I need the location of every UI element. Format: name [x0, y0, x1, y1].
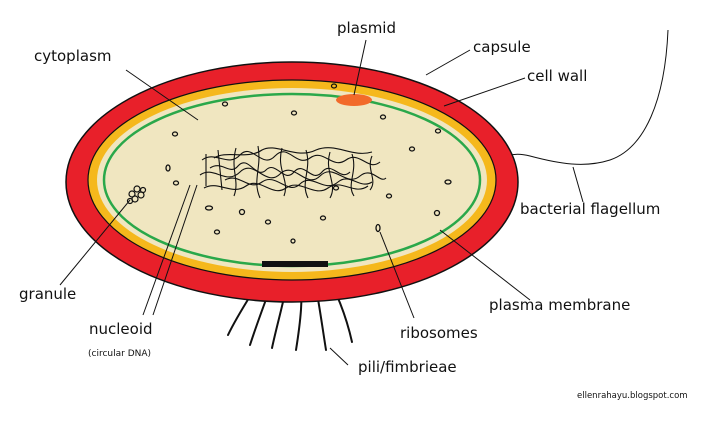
ribosome — [165, 164, 171, 172]
leader-pili — [329, 347, 349, 366]
leader-flagellum — [572, 166, 584, 203]
ribosomes-group — [165, 83, 452, 244]
ribosome — [330, 83, 338, 89]
ribosome — [204, 205, 214, 211]
label-capsule: capsule — [473, 38, 531, 56]
ribosome — [433, 209, 441, 217]
label-plasmid: plasmid — [337, 19, 396, 37]
cytoplasm-area — [97, 88, 487, 272]
ribosome — [319, 215, 327, 221]
leader-capsule — [425, 49, 471, 76]
nucleoid-shape — [199, 145, 387, 199]
ribosome — [444, 179, 452, 185]
ribosome — [290, 238, 296, 244]
ribosome — [385, 193, 393, 199]
label-pili-fimbrieae: pili/fimbrieae — [358, 358, 457, 376]
granule-shape — [126, 185, 147, 205]
ribosome — [238, 208, 246, 216]
ribosome — [434, 128, 442, 134]
pili-base — [262, 261, 328, 267]
leader-plasmid — [353, 39, 367, 96]
label-circular-dna: (circular DNA) — [88, 349, 151, 359]
label-plasma-membrane: plasma membrane — [489, 296, 630, 314]
ribosome — [379, 114, 387, 120]
leader-plasma-membrane — [439, 229, 531, 301]
ribosome — [171, 131, 179, 137]
ribosome — [375, 223, 381, 233]
ribosome — [172, 180, 180, 186]
leader-ribosomes — [379, 231, 415, 319]
ribosome — [221, 101, 229, 107]
label-bacterial-flagellum: bacterial flagellum — [520, 200, 660, 218]
ribosome — [264, 219, 272, 225]
ribosome — [213, 229, 221, 235]
ribosome — [332, 185, 340, 191]
label-nucleoid: nucleoid — [89, 320, 153, 338]
ribosome — [290, 110, 298, 116]
leader-cell-wall — [443, 77, 526, 107]
label-cytoplasm: cytoplasm — [34, 47, 112, 65]
plasmid-shape — [336, 94, 372, 106]
label-cell-wall: cell wall — [527, 67, 587, 85]
leader-cytoplasm — [125, 69, 199, 121]
label-ribosomes: ribosomes — [400, 324, 478, 342]
credit-text: ellenrahayu.blogspot.com — [577, 391, 688, 401]
leader-nucleoid-b — [152, 184, 198, 316]
ribosome — [408, 146, 416, 152]
leader-nucleoid-a — [142, 184, 191, 316]
label-granule: granule — [19, 285, 76, 303]
leader-lines — [59, 39, 584, 366]
leader-granule — [59, 199, 131, 286]
